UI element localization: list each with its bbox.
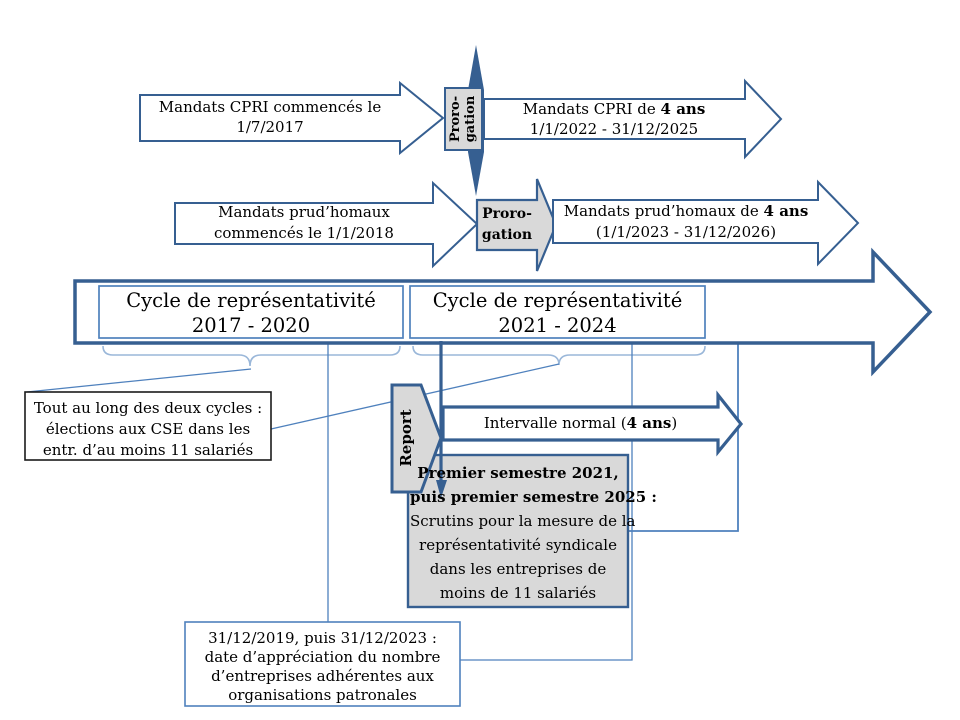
cycle1-line1: Cycle de représentativité <box>126 289 376 312</box>
report-label-text: Report <box>397 409 415 467</box>
row1-left-arrow-shape <box>139 80 445 156</box>
cycle2-line2: 2021 - 2024 <box>498 314 617 337</box>
row2-right-line1: Mandats prud’homaux de 4 ans <box>563 202 809 220</box>
cse-box-shape <box>24 391 272 461</box>
cse-box-label: Tout au long des deux cycles : élections… <box>27 398 269 461</box>
interval-arrow-label: Intervalle normal (4 ans) <box>448 413 713 433</box>
interval-line: Intervalle normal (4 ans) <box>483 414 678 432</box>
scrutins-line6: moins de 11 salariés <box>439 584 597 602</box>
row1-right-line1: Mandats CPRI de 4 ans <box>522 100 706 118</box>
cse-line2: élections aux CSE dans les <box>45 420 251 438</box>
scrutins-line5: dans les entreprises de <box>429 560 607 578</box>
patronales-box-shape <box>184 621 461 707</box>
row1-prorogation-line2: gation <box>463 95 478 143</box>
row2-prorogation-label: Proro- gation <box>479 204 535 246</box>
row1-left-line2: 1/7/2017 <box>236 118 304 136</box>
row2-right-arrow-label: Mandats prud’homaux de 4 ans (1/1/2023 -… <box>556 201 816 243</box>
cycle1-line2: 2017 - 2020 <box>191 314 311 337</box>
patronales-line4: organisations patronales <box>228 686 417 704</box>
row2-left-line1: Mandats prud’homaux <box>218 203 390 221</box>
row2-left-arrow-label: Mandats prud’homaux commencés le 1/1/201… <box>180 202 428 244</box>
row1-prorogation-label: Proro- gation <box>448 96 478 143</box>
brace-cycle1 <box>102 345 401 367</box>
row1-prorogation-line1: Proro- <box>448 95 463 143</box>
report-spike-tip <box>436 480 447 498</box>
patronales-line2: date d’appréciation du nombre <box>204 648 441 666</box>
row1-left-arrow-label: Mandats CPRI commencés le 1/7/2017 <box>145 97 395 137</box>
patronales-line3: d’entreprises adhérentes aux <box>211 667 434 685</box>
patronales-box-label: 31/12/2019, puis 31/12/2023 : date d’app… <box>187 629 458 705</box>
cycle1-box-shape <box>98 285 404 339</box>
scrutins-bold1: Premier semestre 2021, <box>417 464 619 482</box>
row2-right-arrow-shape <box>552 179 860 267</box>
cse-line1: Tout au long des deux cycles : <box>33 399 263 417</box>
brace-cycle2 <box>412 345 706 366</box>
cycle2-line1: Cycle de représentativité <box>432 289 683 312</box>
interval-arrow-shape <box>441 390 744 457</box>
report-label: Report <box>397 409 415 466</box>
row2-left-line2: commencés le 1/1/2018 <box>214 224 394 242</box>
cycle1-label: Cycle de représentativité 2017 - 2020 <box>99 288 403 338</box>
row2-right-line2: (1/1/2023 - 31/12/2026) <box>595 223 777 241</box>
report-pentagon-shape <box>390 383 443 494</box>
connector-brace1-to-cse-box <box>26 368 252 393</box>
cycle2-label: Cycle de représentativité 2021 - 2024 <box>410 288 705 338</box>
scrutins-line4: représentativité syndicale <box>419 536 617 554</box>
row2-left-arrow-shape <box>174 180 479 269</box>
row2-prorogation-arrow-shape <box>475 178 558 272</box>
cycle2-box-shape <box>409 285 706 339</box>
connector-timeline-to-patronales-box-right <box>459 342 633 661</box>
row1-right-line2: 1/1/2022 - 31/12/2025 <box>529 120 699 138</box>
connector-timeline-to-scrutins-box <box>629 342 739 532</box>
row2-prorogation-line2: gation <box>481 227 533 243</box>
row1-right-arrow-label: Mandats CPRI de 4 ans 1/1/2022 - 31/12/2… <box>489 99 739 139</box>
scrutins-box-label: Premier semestre 2021, puis premier seme… <box>410 461 657 605</box>
row1-prorogation-box-shape <box>444 87 483 151</box>
scrutins-bold2: puis premier semestre 2025 : <box>410 488 657 506</box>
row2-prorogation-line1: Proro- <box>482 206 532 222</box>
row1-right-arrow-shape <box>483 78 783 160</box>
row1-left-line1: Mandats CPRI commencés le <box>158 98 382 116</box>
patronales-line1: 31/12/2019, puis 31/12/2023 : <box>208 629 437 647</box>
cse-line3: entr. d’au moins 11 salariés <box>42 441 254 459</box>
scrutins-line3: Scrutins pour la mesure de la <box>410 512 636 530</box>
